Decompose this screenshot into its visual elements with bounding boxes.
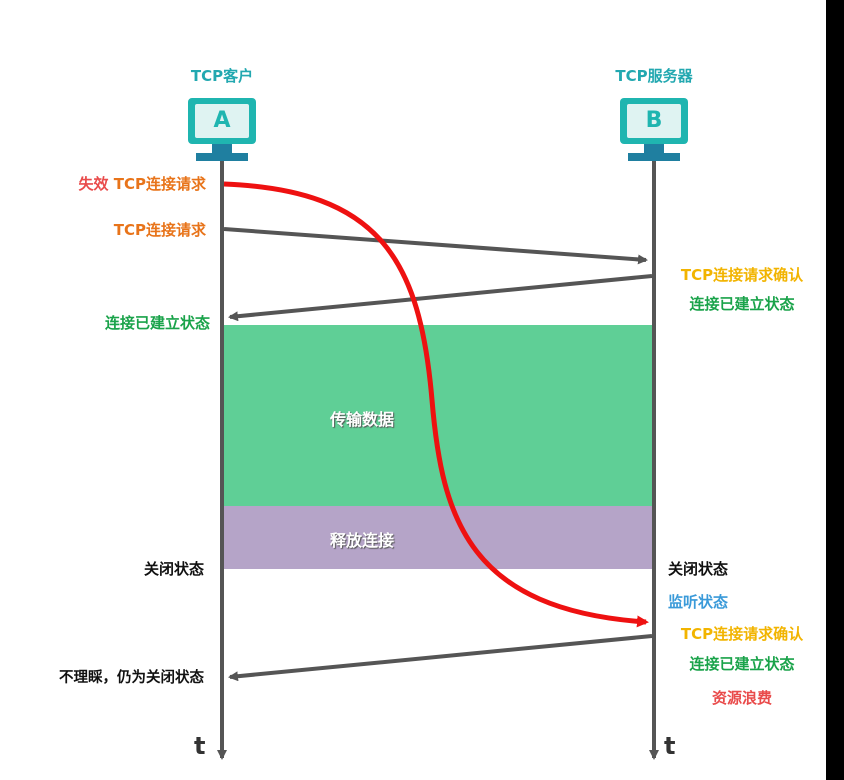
client-time-axis-label: t: [194, 732, 206, 760]
server-monitor-icon: [620, 98, 688, 161]
release-label: 释放连接: [330, 531, 395, 550]
server-ack1-label: TCP连接请求确认: [680, 266, 804, 284]
client-letter: A: [213, 108, 231, 133]
release-band: [222, 506, 652, 569]
request-label: TCP连接请求: [113, 221, 206, 239]
client-ignore-label: 不理睬，仍为关闭状态: [59, 670, 204, 686]
invalid-request-arrow: [223, 181, 649, 628]
server-established1-label: 连接已建立状态: [689, 295, 795, 313]
request-arrow: [223, 227, 648, 265]
server-title: TCP服务器: [615, 67, 693, 85]
waste-label: 资源浪费: [711, 689, 772, 707]
invalid-request-text: TCP连接请求: [113, 175, 206, 193]
ack1-arrow: [228, 274, 653, 322]
transfer-band: [222, 325, 652, 506]
server-ack2-label: TCP连接请求确认: [680, 625, 804, 643]
right-edge-band: [826, 0, 844, 780]
client-monitor-icon: [188, 98, 256, 161]
invalid-request-label: 失效 TCP连接请求: [0, 174, 206, 194]
ack2-arrow: [228, 634, 653, 682]
server-closed-label: 关闭状态: [668, 560, 729, 578]
server-established2-label: 连接已建立状态: [689, 655, 795, 673]
client-established-label: 连接已建立状态: [104, 314, 210, 332]
transfer-label: 传输数据: [330, 410, 395, 429]
server-time-axis-label: t: [664, 732, 676, 760]
client-closed-label: 关闭状态: [143, 560, 204, 578]
server-listen-label: 监听状态: [668, 593, 729, 611]
server-letter: B: [645, 108, 663, 133]
client-title: TCP客户: [190, 67, 254, 85]
invalid-prefix: 失效: [78, 175, 109, 193]
